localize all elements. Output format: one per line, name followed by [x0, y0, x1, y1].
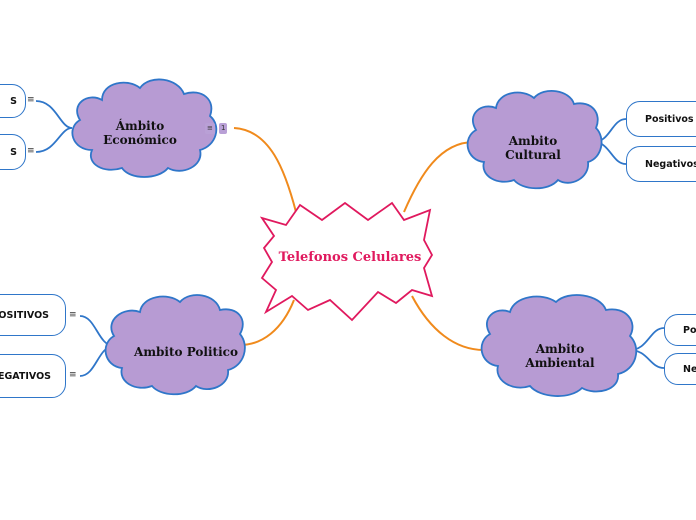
hamburger-menu-icon[interactable]: ≡ — [27, 146, 35, 156]
branch-ambiental-label[interactable]: Ambito Ambiental — [520, 342, 600, 371]
cloud-politico[interactable] — [104, 294, 246, 396]
cultural-child-positivos[interactable]: Positivos — [626, 101, 696, 137]
politico-child-negativos[interactable]: NEGATIVOS — [0, 354, 66, 398]
central-topic-shape[interactable] — [259, 201, 434, 322]
link-count-badge[interactable]: 1 — [219, 123, 228, 134]
cloud-ambiental[interactable] — [480, 294, 638, 397]
notes-badge[interactable]: ≡ — [205, 123, 215, 134]
branch-economico-label-line1: Ámbito — [115, 119, 165, 133]
connector-cultural — [403, 141, 475, 213]
branch-economico-label-line2: Económico — [103, 132, 177, 147]
cloud-economico[interactable] — [71, 78, 218, 178]
branch-economico-label[interactable]: Ámbito Económico — [100, 119, 180, 148]
cloud-cultural[interactable] — [466, 90, 603, 190]
connector-economico — [233, 127, 297, 213]
politico-child-positivos[interactable]: POSITIVOS — [0, 294, 66, 336]
cultural-child-negativos[interactable]: Negativos — [626, 146, 696, 182]
branch-ambiental-label-line2: Ambiental — [525, 355, 595, 370]
branch-politico-label[interactable]: Ambito Politico — [134, 345, 238, 359]
hamburger-menu-icon[interactable]: ≡ — [69, 370, 77, 380]
economico-child-2[interactable]: S — [0, 134, 26, 170]
connector-ambiental — [411, 295, 485, 351]
branch-cultural-label[interactable]: Ambito Cultural — [496, 134, 570, 163]
connector-economico-children — [35, 100, 73, 153]
ambiental-child-2[interactable]: Ne — [664, 353, 696, 385]
branch-cultural-label-line1: Ambito — [508, 134, 558, 148]
branch-ambiental-label-line1: Ambito — [535, 342, 585, 356]
branch-cultural-label-line2: Cultural — [505, 147, 561, 162]
ambiental-child-1[interactable]: Po — [664, 314, 696, 346]
hamburger-menu-icon[interactable]: ≡ — [69, 310, 77, 320]
economico-child-1[interactable]: S — [0, 84, 26, 118]
hamburger-menu-icon[interactable]: ≡ — [27, 95, 35, 105]
central-topic-label[interactable]: Telefonos Celulares — [278, 250, 422, 265]
connector-politico — [239, 299, 295, 346]
